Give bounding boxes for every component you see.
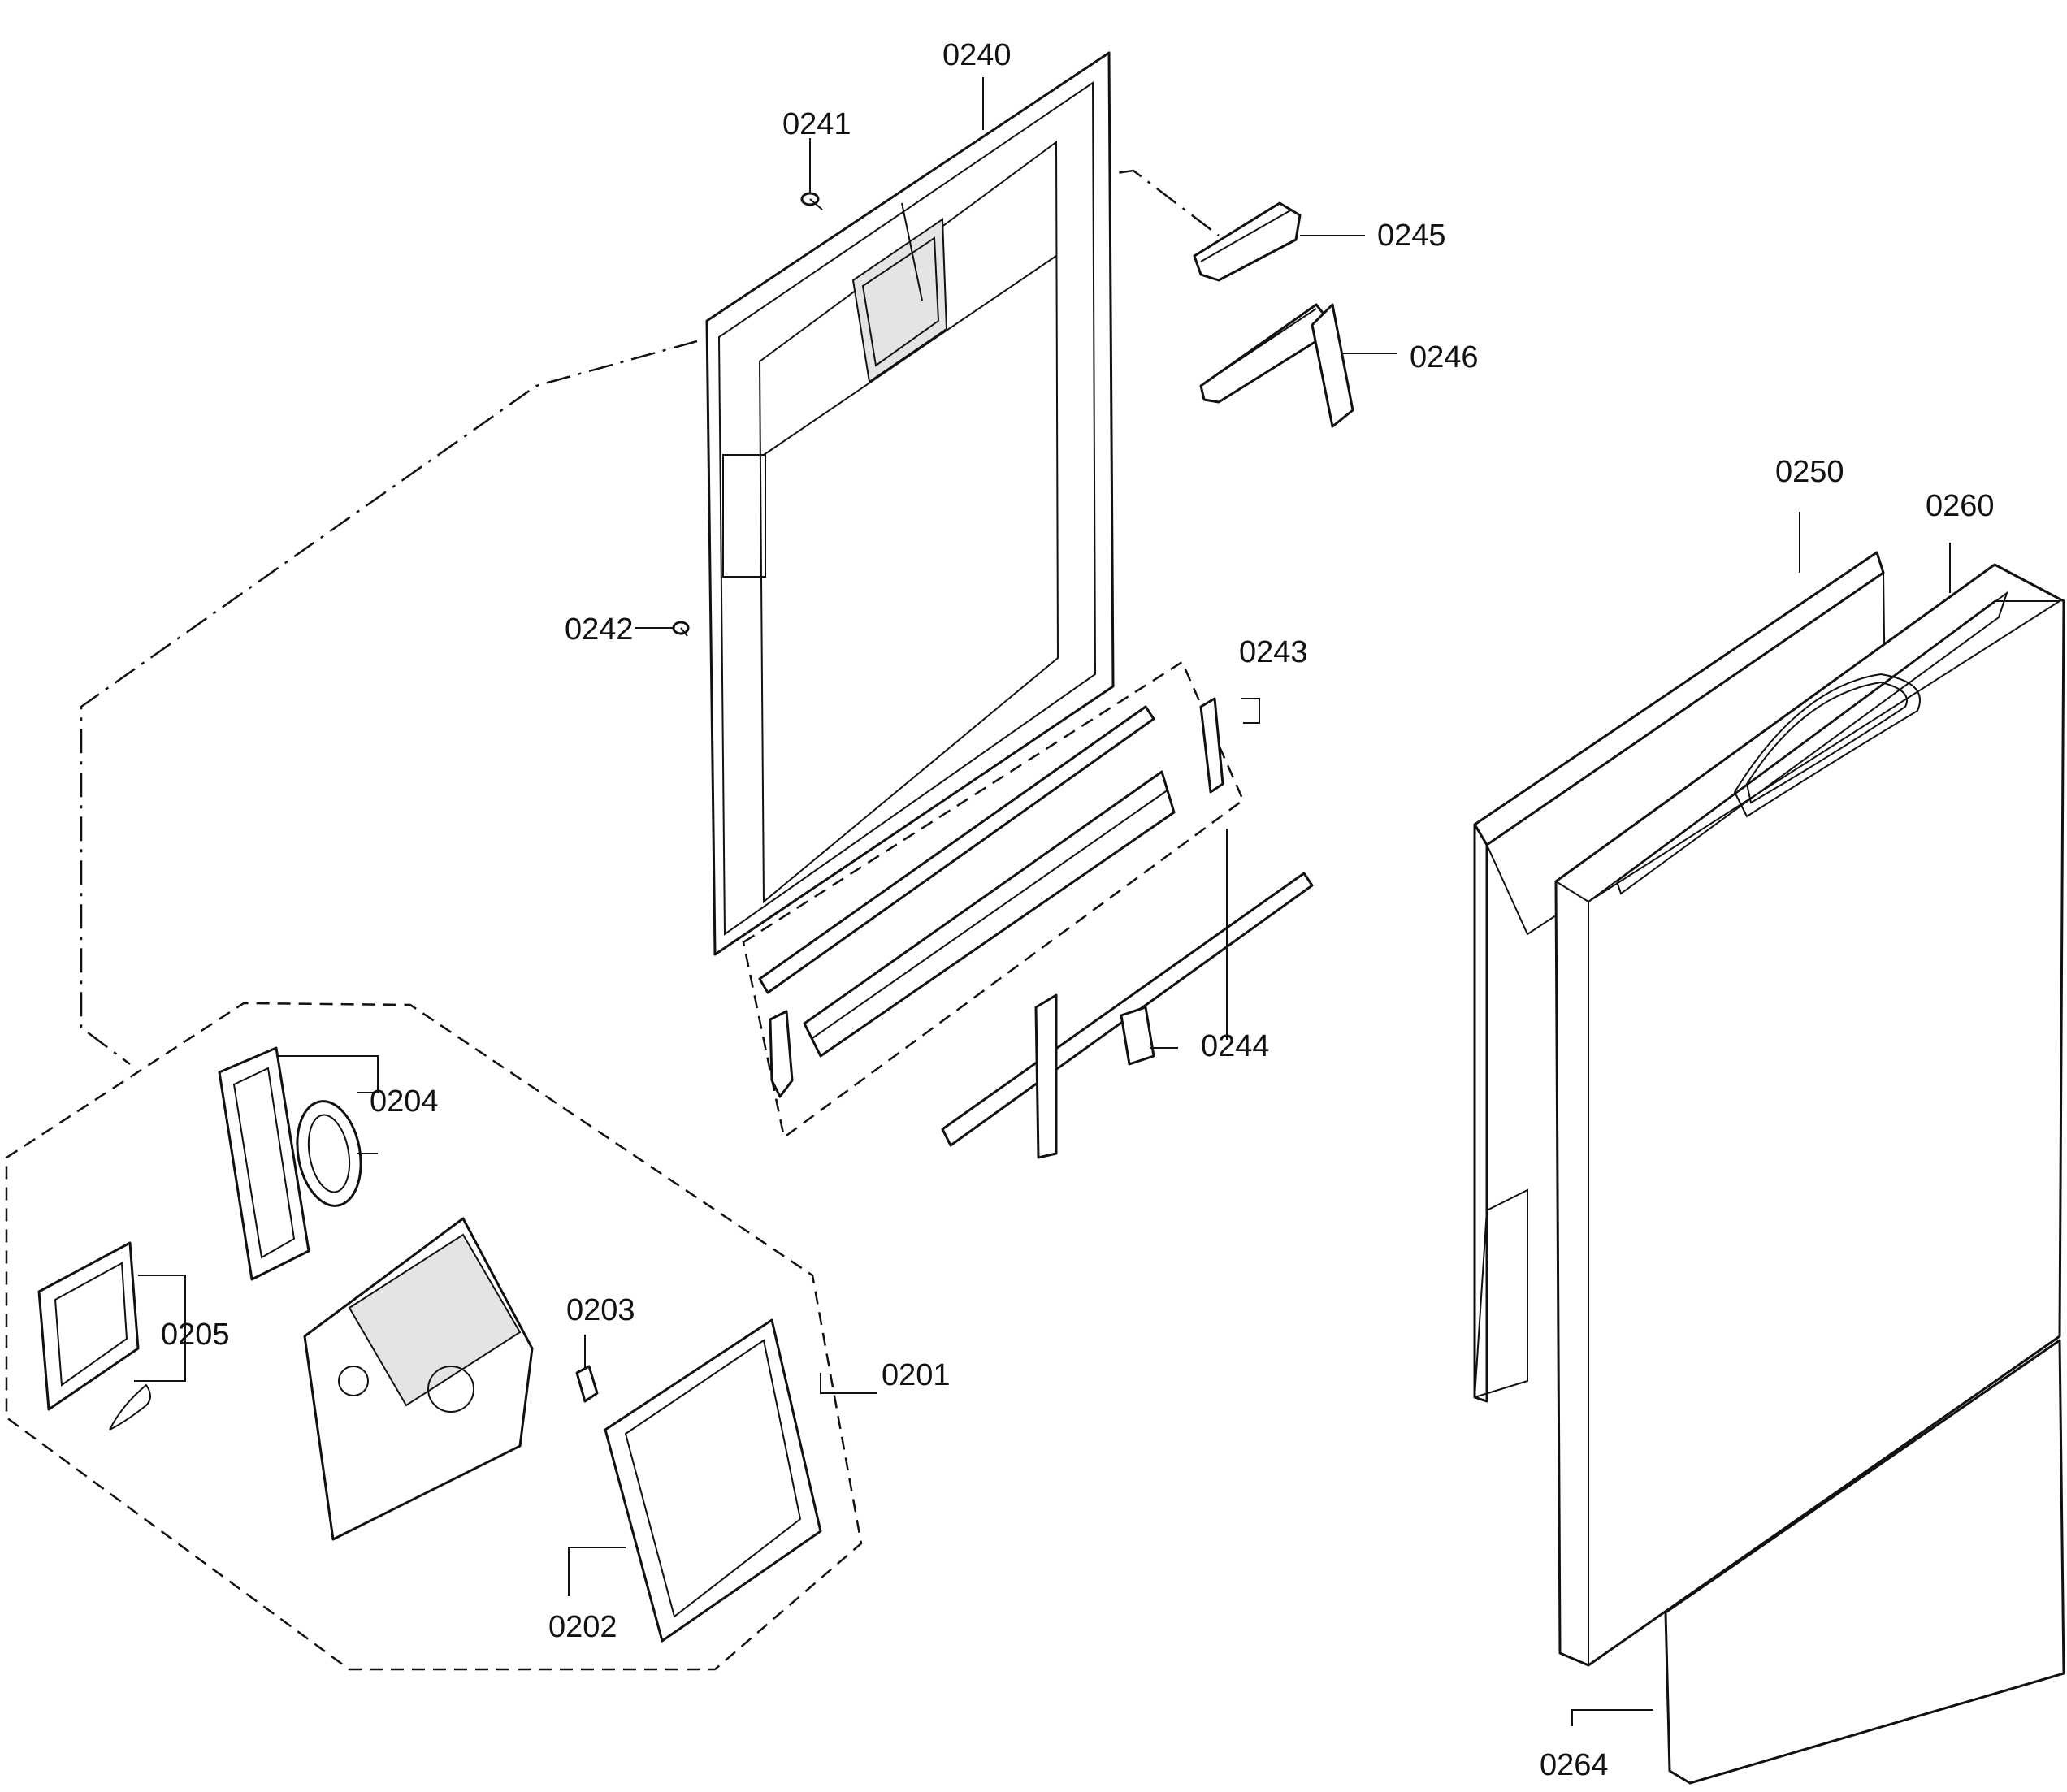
callout-0240: 0240 — [942, 38, 1012, 72]
callout-0205: 0205 — [161, 1318, 230, 1352]
latch-0246 — [1199, 303, 1354, 428]
outer-panel-0250 — [1473, 551, 1887, 1403]
handle-0204 — [218, 1046, 310, 1281]
callout-0201: 0201 — [882, 1358, 951, 1392]
screw-0241 — [800, 192, 823, 210]
inner-door-to-control-group-line — [80, 340, 698, 1065]
seal-ring-0204 — [296, 1100, 362, 1207]
control-panel-group-outline — [5, 1002, 863, 1671]
hinge-kit-outline — [742, 660, 1245, 1140]
rail-0244 — [941, 872, 1314, 1159]
callout-0204: 0204 — [370, 1084, 439, 1119]
spring-0205 — [109, 1383, 151, 1431]
latch-0245 — [1193, 201, 1302, 282]
screw-0242 — [672, 621, 690, 637]
callout-0244: 0244 — [1201, 1029, 1270, 1063]
callout-0242: 0242 — [565, 612, 634, 647]
front-door-panel-0260 — [1554, 563, 2065, 1667]
plate-0205 — [37, 1241, 140, 1411]
inner-door-liner — [705, 51, 1115, 956]
callout-0243: 0243 — [1239, 635, 1308, 669]
callout-0245: 0245 — [1377, 219, 1446, 253]
gasket-frame-0202 — [604, 1318, 822, 1643]
kick-plate-0264 — [1664, 1339, 2065, 1785]
knob-0203 — [575, 1365, 599, 1403]
callout-0203: 0203 — [566, 1293, 635, 1327]
callout-0202: 0202 — [548, 1610, 618, 1644]
callout-0260: 0260 — [1926, 489, 1995, 523]
callout-0250: 0250 — [1775, 455, 1844, 489]
callout-0264: 0264 — [1540, 1748, 1609, 1782]
callout-0241: 0241 — [782, 107, 852, 141]
hinge-strip-kit-0243 — [758, 697, 1224, 1098]
leader-lines — [134, 77, 1951, 1726]
control-module — [303, 1217, 534, 1541]
callout-0246: 0246 — [1410, 340, 1479, 374]
